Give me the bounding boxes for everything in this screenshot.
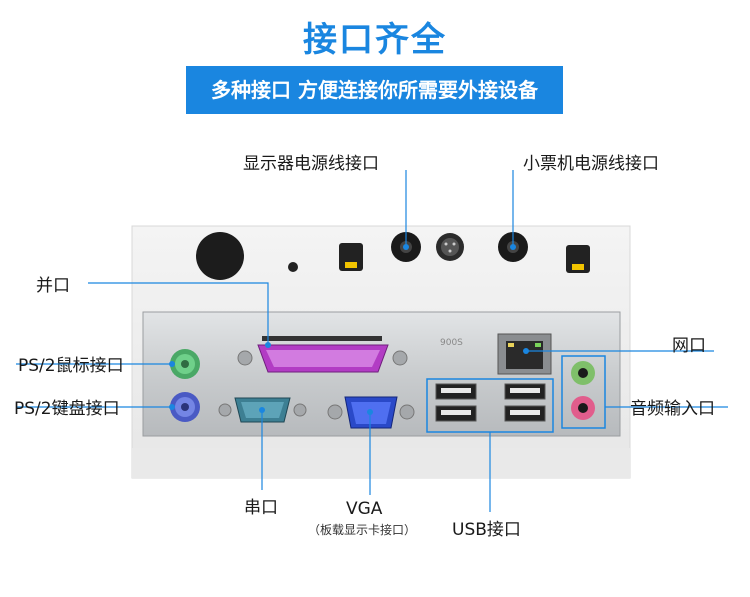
label-vga: VGA <box>346 499 383 519</box>
ps2-mouse-port-icon <box>170 349 200 379</box>
chassis-bottom-shadow <box>132 448 630 478</box>
subtitle-banner: 多种接口 方便连接你所需要外接设备 <box>186 66 563 114</box>
latch-left-marker <box>345 262 357 268</box>
network-port-icon <box>497 333 552 375</box>
label-usb: USB接口 <box>452 520 521 540</box>
label-ps2-mouse: PS/2鼠标接口 <box>18 356 124 376</box>
audio-jacks-icon <box>571 361 595 420</box>
label-serial: 串口 <box>244 498 278 518</box>
leader-dots <box>169 244 529 415</box>
audio-highlight-box <box>561 355 606 429</box>
page-title: 接口齐全 <box>303 20 447 60</box>
mini-din-port-icon <box>436 233 464 261</box>
usb-ports-icon <box>435 383 546 422</box>
label-parallel: 并口 <box>36 276 70 296</box>
screw-hole-icon <box>288 262 298 272</box>
label-audio: 音频输入口 <box>630 399 715 419</box>
label-display-power: 显示器电源线接口 <box>243 154 379 174</box>
label-printer-power: 小票机电源线接口 <box>523 154 659 174</box>
label-ps2-keyboard: PS/2键盘接口 <box>14 399 120 419</box>
rubber-foot-icon <box>196 232 244 280</box>
vent-slot <box>262 336 382 341</box>
ps2-keyboard-port-icon <box>170 392 200 422</box>
shield-engraving: 900S <box>440 338 463 348</box>
leader-parallel <box>88 282 269 345</box>
label-network: 网口 <box>672 336 706 356</box>
parallel-port-icon <box>237 344 408 373</box>
latch-right-marker <box>572 264 584 270</box>
label-vga-note: （板载显示卡接口） <box>308 523 417 537</box>
leader-lines <box>16 170 728 512</box>
